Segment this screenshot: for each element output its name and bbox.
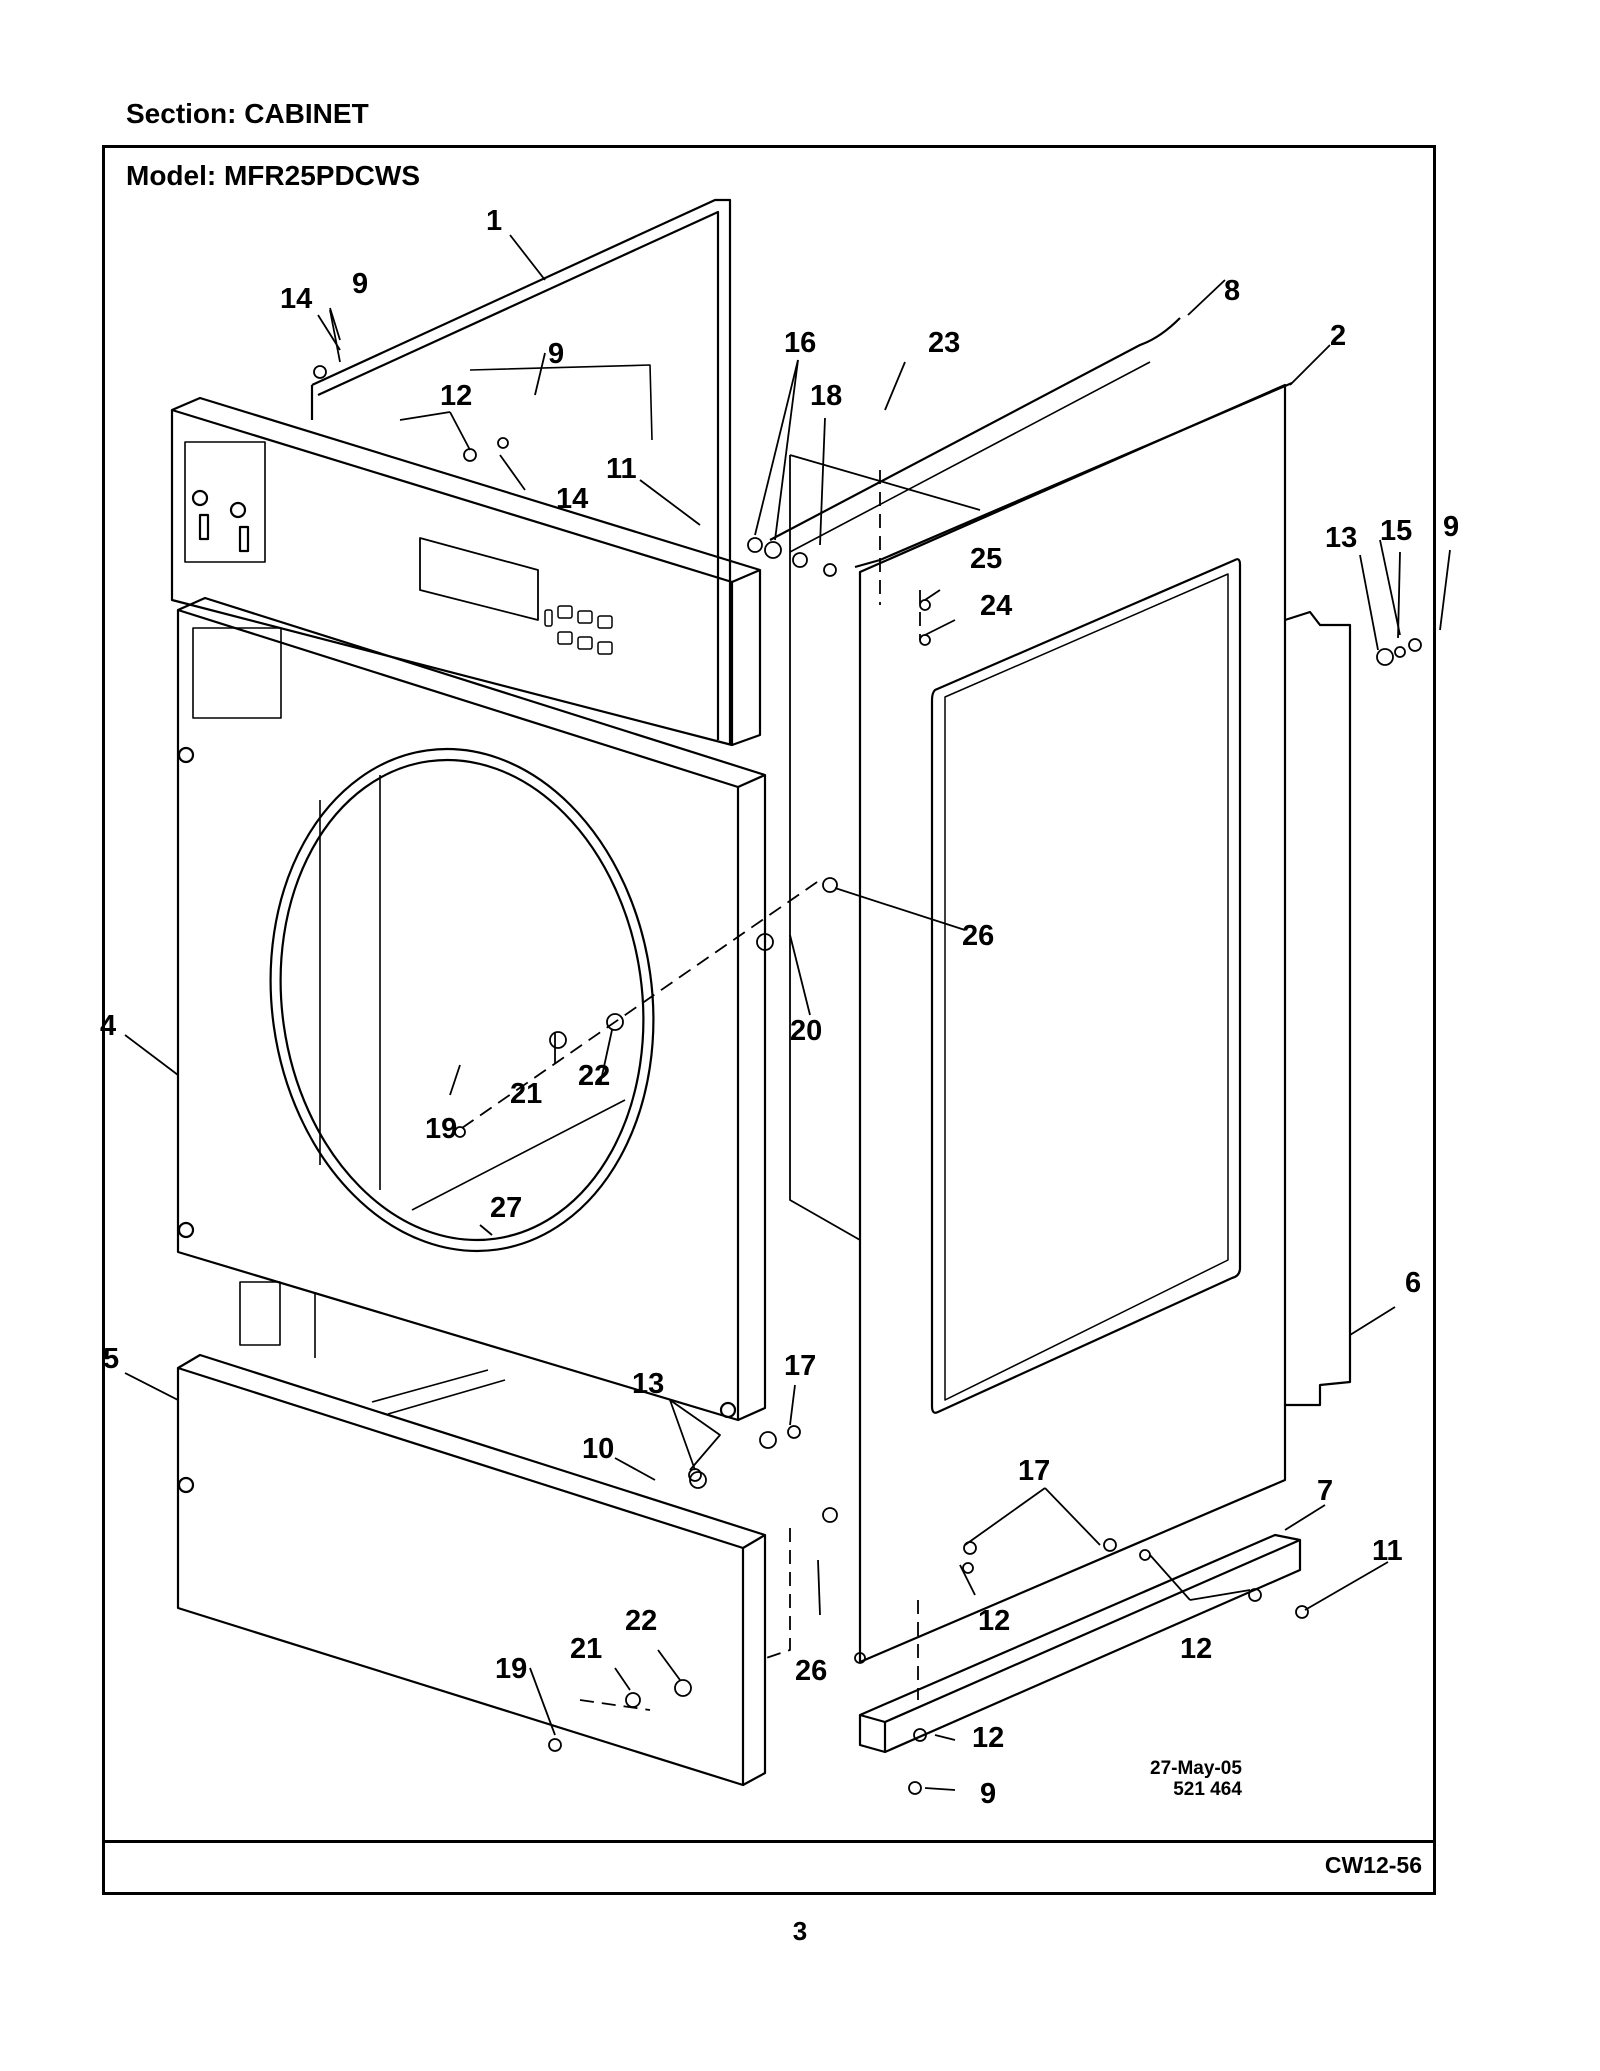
callout-21-b: 21 <box>570 1633 602 1665</box>
callout-1: 1 <box>486 205 502 237</box>
callout-11-b: 11 <box>1372 1535 1403 1567</box>
callout-20: 20 <box>790 1015 822 1047</box>
callout-22-a: 22 <box>578 1060 610 1092</box>
callout-8: 8 <box>1224 275 1240 307</box>
rod-part <box>769 317 1181 541</box>
top-frame-part <box>310 198 732 745</box>
callout-12-b: 12 <box>978 1605 1010 1637</box>
callout-19-a: 19 <box>425 1113 457 1145</box>
model-title: Model: MFR25PDCWS <box>126 160 420 191</box>
figure-code: CW12-56 <box>1324 1852 1422 1878</box>
callout-7: 7 <box>1317 1475 1333 1507</box>
callout-13-a: 13 <box>1325 522 1357 554</box>
bottom-rail-part <box>858 1533 1302 1754</box>
callout-17-a: 17 <box>784 1350 816 1382</box>
callout-16: 16 <box>784 327 816 359</box>
callout-9-b: 9 <box>548 338 564 370</box>
callout-12-d: 12 <box>972 1722 1004 1754</box>
callout-12-a: 12 <box>440 380 472 412</box>
callout-labels: 1 2 4 5 6 7 8 9 9 9 9 9 10 11 11 12 12 1… <box>100 205 1459 1810</box>
callout-5: 5 <box>103 1343 119 1375</box>
callout-9-a: 9 <box>352 268 368 300</box>
callout-9-d: 9 <box>980 1778 996 1810</box>
callout-15: 15 <box>1380 515 1412 547</box>
drawing-date: 27-May-05 <box>1150 1758 1242 1779</box>
callout-27: 27 <box>490 1192 522 1224</box>
callout-13-b: 13 <box>632 1368 664 1400</box>
footer-divider <box>102 1840 1436 1843</box>
section-title: Section: CABINET <box>126 98 369 129</box>
control-panel-part <box>170 396 762 747</box>
callout-4: 4 <box>100 1010 116 1042</box>
callout-12-c: 12 <box>1180 1633 1212 1665</box>
page-number: 3 <box>792 1916 808 1946</box>
callout-14-a: 14 <box>280 283 312 315</box>
callout-9-c: 9 <box>1443 511 1459 543</box>
front-panel-part <box>176 596 767 1422</box>
callout-10: 10 <box>582 1433 614 1465</box>
drawing-number: 521 464 <box>1173 1779 1242 1800</box>
callout-6: 6 <box>1405 1267 1421 1299</box>
callout-11-a: 11 <box>606 453 637 485</box>
diagram-frame <box>102 145 1436 1895</box>
callout-21-a: 21 <box>510 1078 542 1110</box>
callout-17-b: 17 <box>1018 1455 1050 1487</box>
callout-2: 2 <box>1330 320 1346 352</box>
callout-26-b: 26 <box>795 1655 827 1687</box>
callout-24: 24 <box>980 590 1012 622</box>
callout-26-a: 26 <box>962 920 994 952</box>
kick-panel-part <box>176 1281 767 1787</box>
callout-22-b: 22 <box>625 1605 657 1637</box>
callout-14-b: 14 <box>556 483 588 515</box>
callout-23: 23 <box>928 327 960 359</box>
drawing-stamp: 27-May-05 521 464 <box>1150 1758 1242 1800</box>
callout-25: 25 <box>970 543 1002 575</box>
rear-panel-part <box>1284 610 1352 1407</box>
callout-18: 18 <box>810 380 842 412</box>
door-panel-part <box>854 381 1293 1664</box>
callout-19-b: 19 <box>495 1653 527 1685</box>
